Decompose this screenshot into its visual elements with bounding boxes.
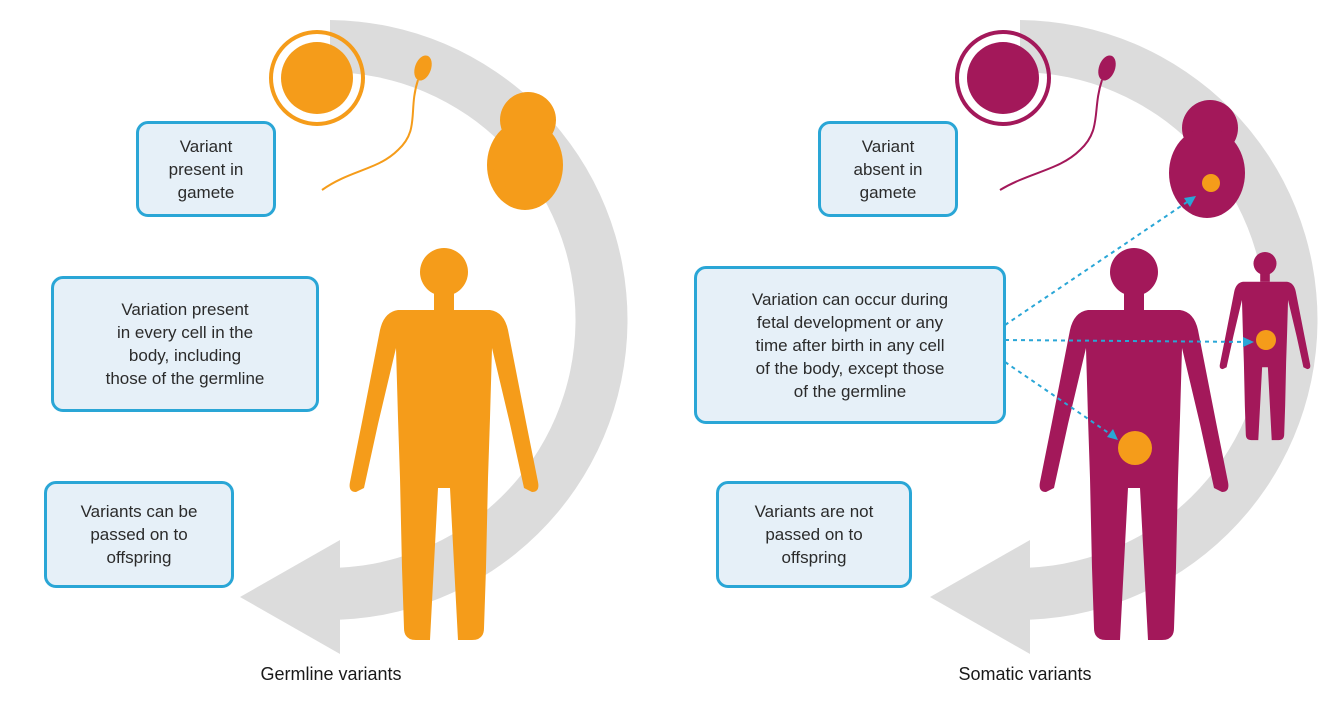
- egg-cell-icon: [957, 32, 1049, 124]
- offspring-box: Variants can be passed on to offspring: [44, 481, 234, 588]
- germline-caption: Germline variants: [181, 664, 481, 685]
- variant-spot-icon: [1256, 330, 1276, 350]
- somatic-panel: Variant absent in gamete Variation can o…: [670, 0, 1340, 707]
- egg-cell-icon: [271, 32, 363, 124]
- germline-panel: Variant present in gamete Variation pres…: [0, 0, 670, 707]
- variant-spot-icon: [1118, 431, 1152, 465]
- variation-occur-box: Variation can occur during fetal develop…: [694, 266, 1006, 424]
- gamete-box: Variant absent in gamete: [818, 121, 958, 217]
- gamete-box: Variant present in gamete: [136, 121, 276, 217]
- somatic-caption: Somatic variants: [875, 664, 1175, 685]
- offspring-box: Variants are not passed on to offspring: [716, 481, 912, 588]
- variant-spot-icon: [1202, 174, 1220, 192]
- every-cell-box: Variation present in every cell in the b…: [51, 276, 319, 412]
